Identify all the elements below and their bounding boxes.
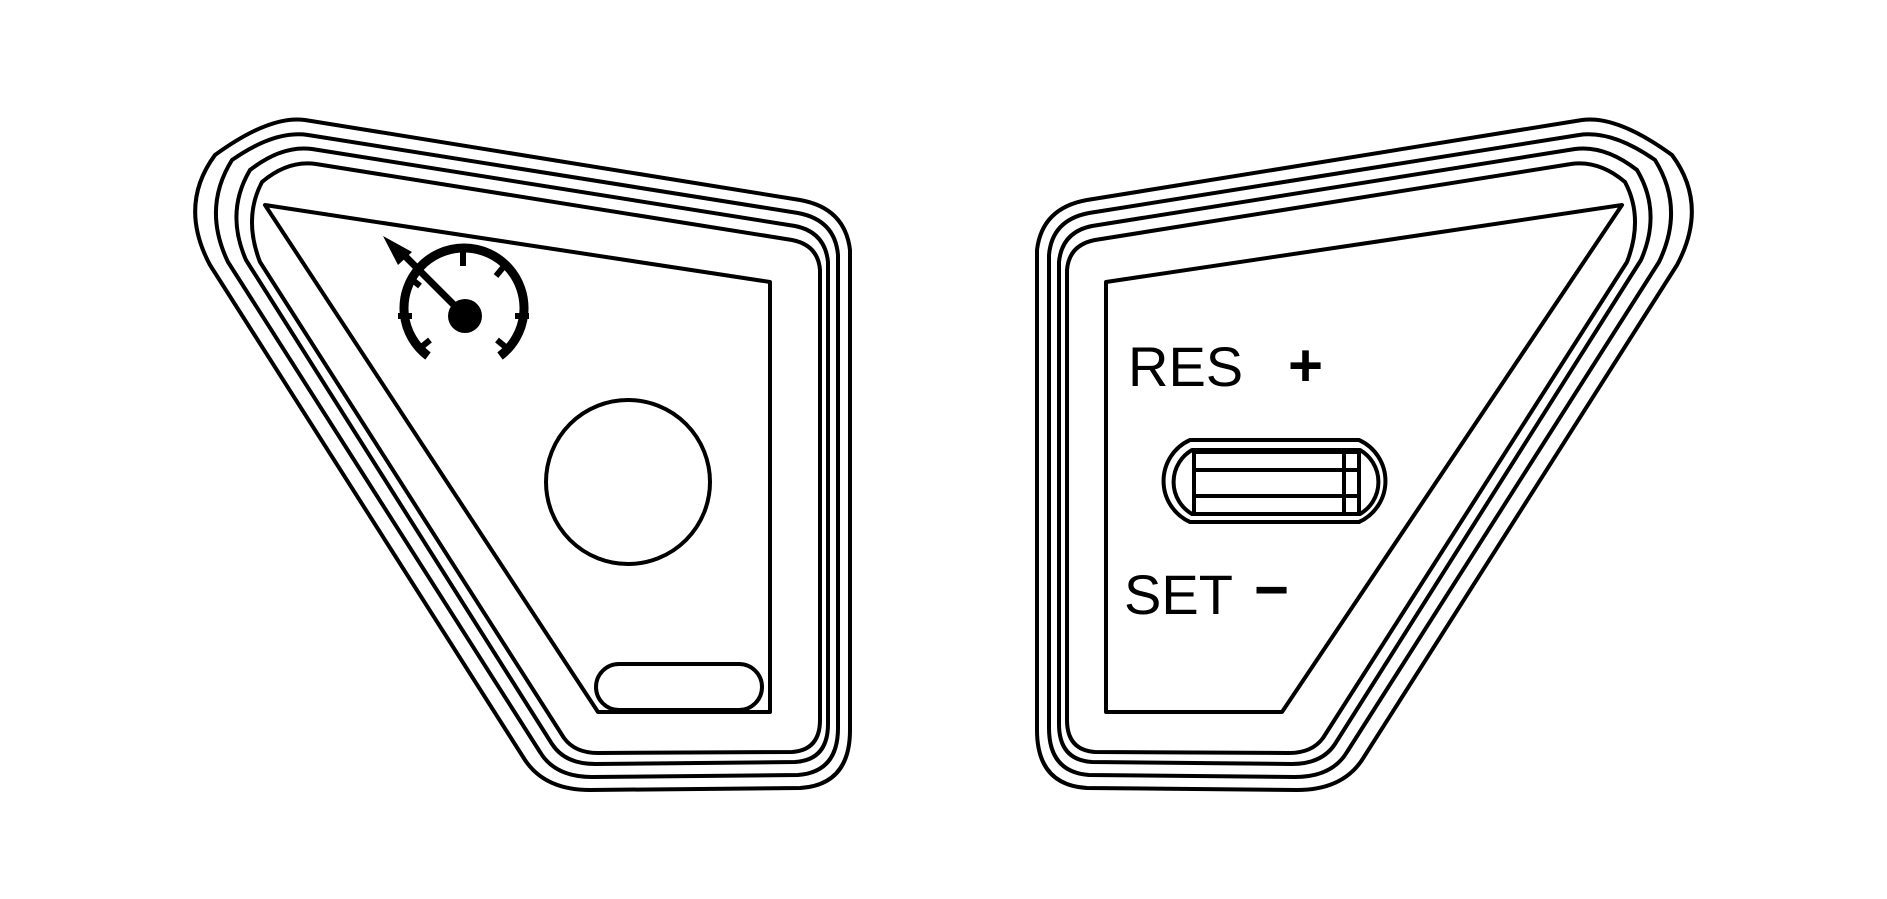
right-pad-bezel: [1035, 117, 1694, 792]
left-face-panel: [263, 203, 772, 714]
right-bezel-rim-2: [1047, 132, 1674, 779]
right-switch-pad: RES + SET −: [1035, 117, 1694, 792]
cruise-control-speedometer-icon: [383, 236, 529, 360]
cancel-slot-button[interactable]: [594, 662, 764, 712]
right-bezel-rim-3: [1057, 146, 1653, 766]
rocker-grip[interactable]: [1192, 450, 1361, 516]
left-pad-bezel: [193, 117, 852, 792]
left-bezel-rim-2: [213, 132, 840, 779]
left-bezel-inner-rim: [250, 161, 822, 755]
res-set-rocker-switch[interactable]: [1161, 438, 1388, 524]
right-bezel-outer-rim: [1035, 117, 1694, 792]
rocker-housing: [1161, 438, 1388, 524]
right-face-panel: [1104, 203, 1624, 714]
res-plus-sign: +: [1288, 332, 1323, 399]
set-label: SET: [1124, 563, 1233, 626]
round-cruise-button[interactable]: [544, 398, 712, 566]
res-label: RES: [1128, 335, 1243, 398]
rocker-inner-ring: [1171, 448, 1381, 516]
left-bezel-rim-3: [234, 146, 830, 766]
left-switch-pad: [193, 117, 852, 792]
right-bezel-inner-rim: [1065, 161, 1637, 755]
left-bezel-outer-rim: [193, 117, 852, 792]
set-minus-sign: −: [1254, 556, 1289, 623]
